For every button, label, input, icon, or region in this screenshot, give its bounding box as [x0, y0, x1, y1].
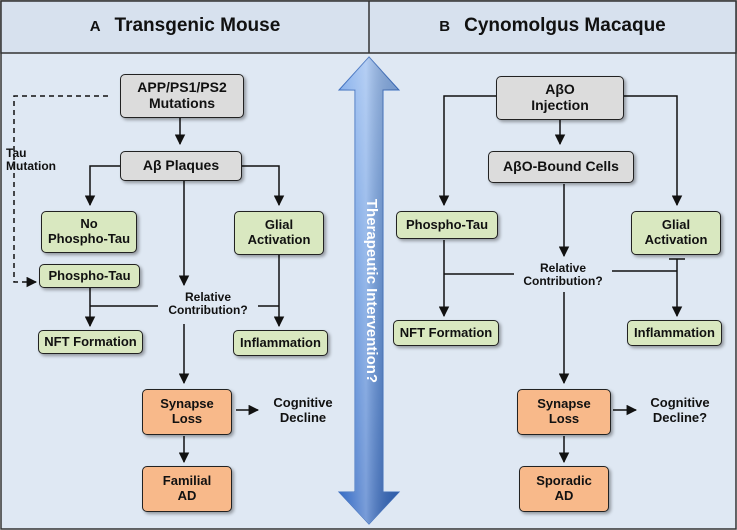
tau-mutation-label: Tau Mutation	[6, 146, 56, 174]
phospho-tau-node-a: Phospho-Tau	[39, 264, 140, 288]
panel-a-letter: A	[89, 17, 101, 35]
intervention-label: Therapeutic Intervention?	[363, 198, 380, 384]
inflammation-node-b: Inflammation	[627, 320, 722, 346]
therapeutic-intervention-arrow	[337, 56, 401, 525]
abeta-plaques-node: Aβ Plaques	[120, 151, 242, 181]
nft-formation-node-a: NFT Formation	[38, 330, 143, 354]
panel-b-connectors	[438, 95, 685, 464]
relative-contribution-label-a: Relative Contribution?	[168, 290, 248, 318]
abo-bound-cells-node: AβO-Bound Cells	[488, 151, 634, 183]
familial-ad-node: Familial AD	[142, 466, 232, 512]
sporadic-ad-node: Sporadic AD	[519, 466, 609, 512]
cognitive-decline-label-a: Cognitive Decline	[273, 395, 333, 425]
nft-formation-node-b: NFT Formation	[393, 320, 499, 346]
relative-contribution-label-b: Relative Contribution?	[523, 261, 603, 289]
panel-b-letter: B	[439, 17, 451, 35]
mutations-node: APP/PS1/PS2 Mutations	[120, 74, 244, 118]
abo-injection-node: AβO Injection	[496, 76, 624, 120]
synapse-loss-node-a: Synapse Loss	[142, 389, 232, 435]
panel-a-connectors	[13, 95, 285, 464]
no-phospho-tau-node: No Phospho-Tau	[41, 211, 137, 253]
glial-activation-node-b: Glial Activation	[631, 211, 721, 255]
glial-activation-node-a: Glial Activation	[234, 211, 324, 255]
panel-b-header: B Cynomolgus Macaque	[369, 0, 736, 52]
panel-b-title: Cynomolgus Macaque	[464, 15, 666, 36]
synapse-loss-node-b: Synapse Loss	[517, 389, 611, 435]
cognitive-decline-label-b: Cognitive Decline?	[650, 395, 710, 425]
inflammation-node-a: Inflammation	[233, 330, 328, 356]
phospho-tau-node-b: Phospho-Tau	[396, 211, 498, 239]
panel-a-title: Transgenic Mouse	[114, 15, 281, 36]
panel-a-header: A Transgenic Mouse	[1, 0, 369, 52]
